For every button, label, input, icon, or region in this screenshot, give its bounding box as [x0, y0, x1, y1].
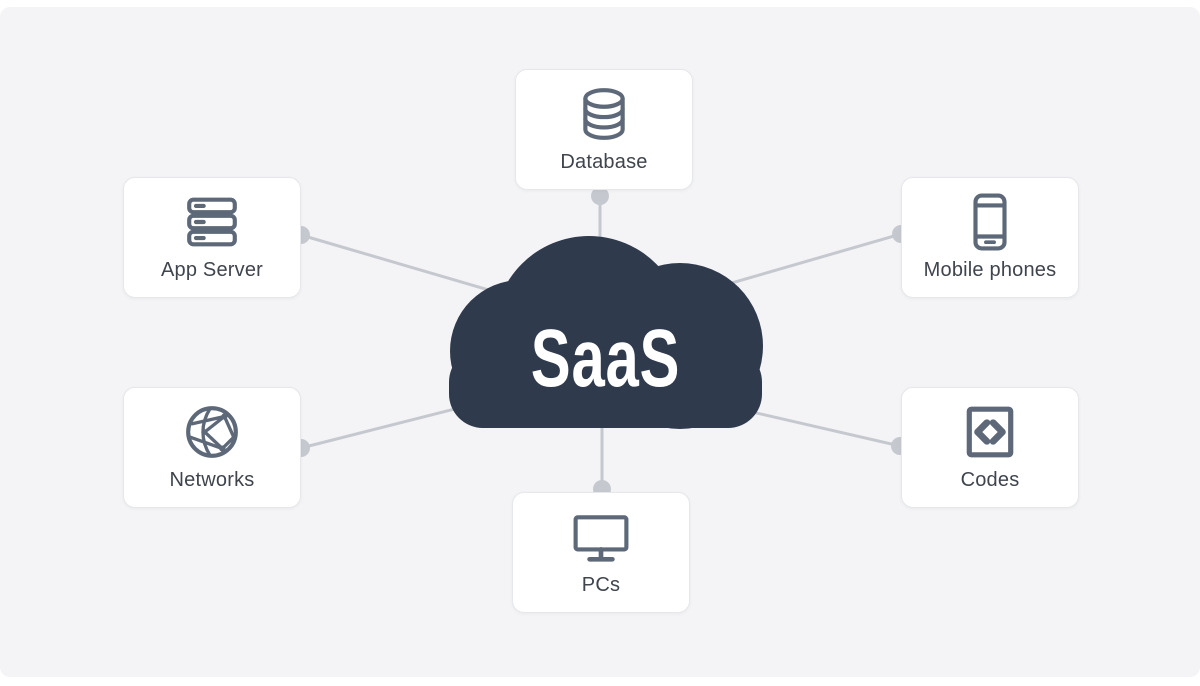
- code-brackets-icon: [966, 406, 1014, 458]
- node-label-database: Database: [560, 151, 648, 173]
- dot-database: [591, 187, 609, 205]
- node-app-server: App Server: [123, 177, 301, 298]
- server-icon: [187, 197, 237, 247]
- node-label-app-server: App Server: [160, 259, 264, 281]
- node-label-mobile-phones: Mobile phones: [923, 259, 1057, 281]
- cloud-center-label: SaaS: [530, 313, 681, 404]
- node-label-pcs: PCs: [581, 574, 621, 596]
- smartphone-icon: [973, 193, 1007, 251]
- node-label-codes: Codes: [960, 469, 1020, 491]
- node-networks: Networks: [123, 387, 301, 508]
- globe-network-icon: [186, 406, 238, 458]
- node-database: Database: [515, 69, 693, 190]
- node-label-networks: Networks: [169, 469, 255, 491]
- node-pcs: PCs: [512, 492, 690, 613]
- monitor-icon: [573, 515, 629, 562]
- database-icon: [583, 88, 625, 140]
- node-mobile-phones: Mobile phones: [901, 177, 1079, 298]
- node-codes: Codes: [901, 387, 1079, 508]
- cloud-shape: [449, 236, 763, 429]
